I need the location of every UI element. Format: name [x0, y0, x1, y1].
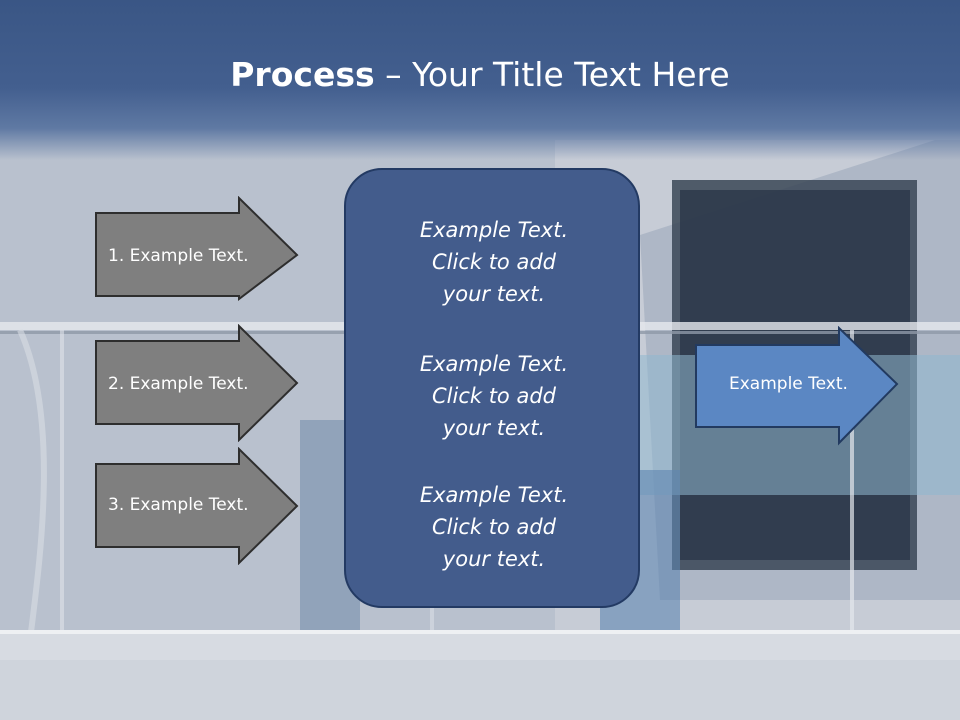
center-block-3: Example Text. Click to add your text. — [346, 479, 642, 575]
center-block-2: Example Text. Click to add your text. — [346, 348, 642, 444]
page-title: Process – Your Title Text Here — [0, 52, 960, 98]
center-text-box[interactable]: Example Text. Click to add your text. Ex… — [344, 168, 640, 608]
right-arrow-label: Example Text. — [729, 374, 848, 394]
center-block-3-line3: your text. — [442, 547, 546, 571]
center-block-2-line1: Example Text. — [419, 352, 569, 376]
center-block-1-line1: Example Text. — [419, 218, 569, 242]
left-arrow-2[interactable] — [94, 324, 300, 442]
right-arrow[interactable] — [694, 326, 900, 446]
left-arrow-3-label: 3. Example Text. — [108, 495, 249, 515]
left-arrow-1-label: 1. Example Text. — [108, 246, 249, 266]
title-bold: Process — [230, 55, 375, 94]
title-band — [0, 0, 960, 160]
center-block-3-line1: Example Text. — [419, 483, 569, 507]
center-block-3-line2: Click to add — [431, 515, 556, 539]
left-arrow-1[interactable] — [94, 196, 300, 302]
center-block-1-line3: your text. — [442, 282, 546, 306]
left-arrow-3[interactable] — [94, 447, 300, 565]
center-block-1: Example Text. Click to add your text. — [346, 214, 642, 310]
left-arrow-2-label: 2. Example Text. — [108, 374, 249, 394]
center-block-2-line2: Click to add — [431, 384, 556, 408]
title-rest: – Your Title Text Here — [374, 55, 730, 94]
center-block-2-line3: your text. — [442, 416, 546, 440]
center-block-1-line2: Click to add — [431, 250, 556, 274]
